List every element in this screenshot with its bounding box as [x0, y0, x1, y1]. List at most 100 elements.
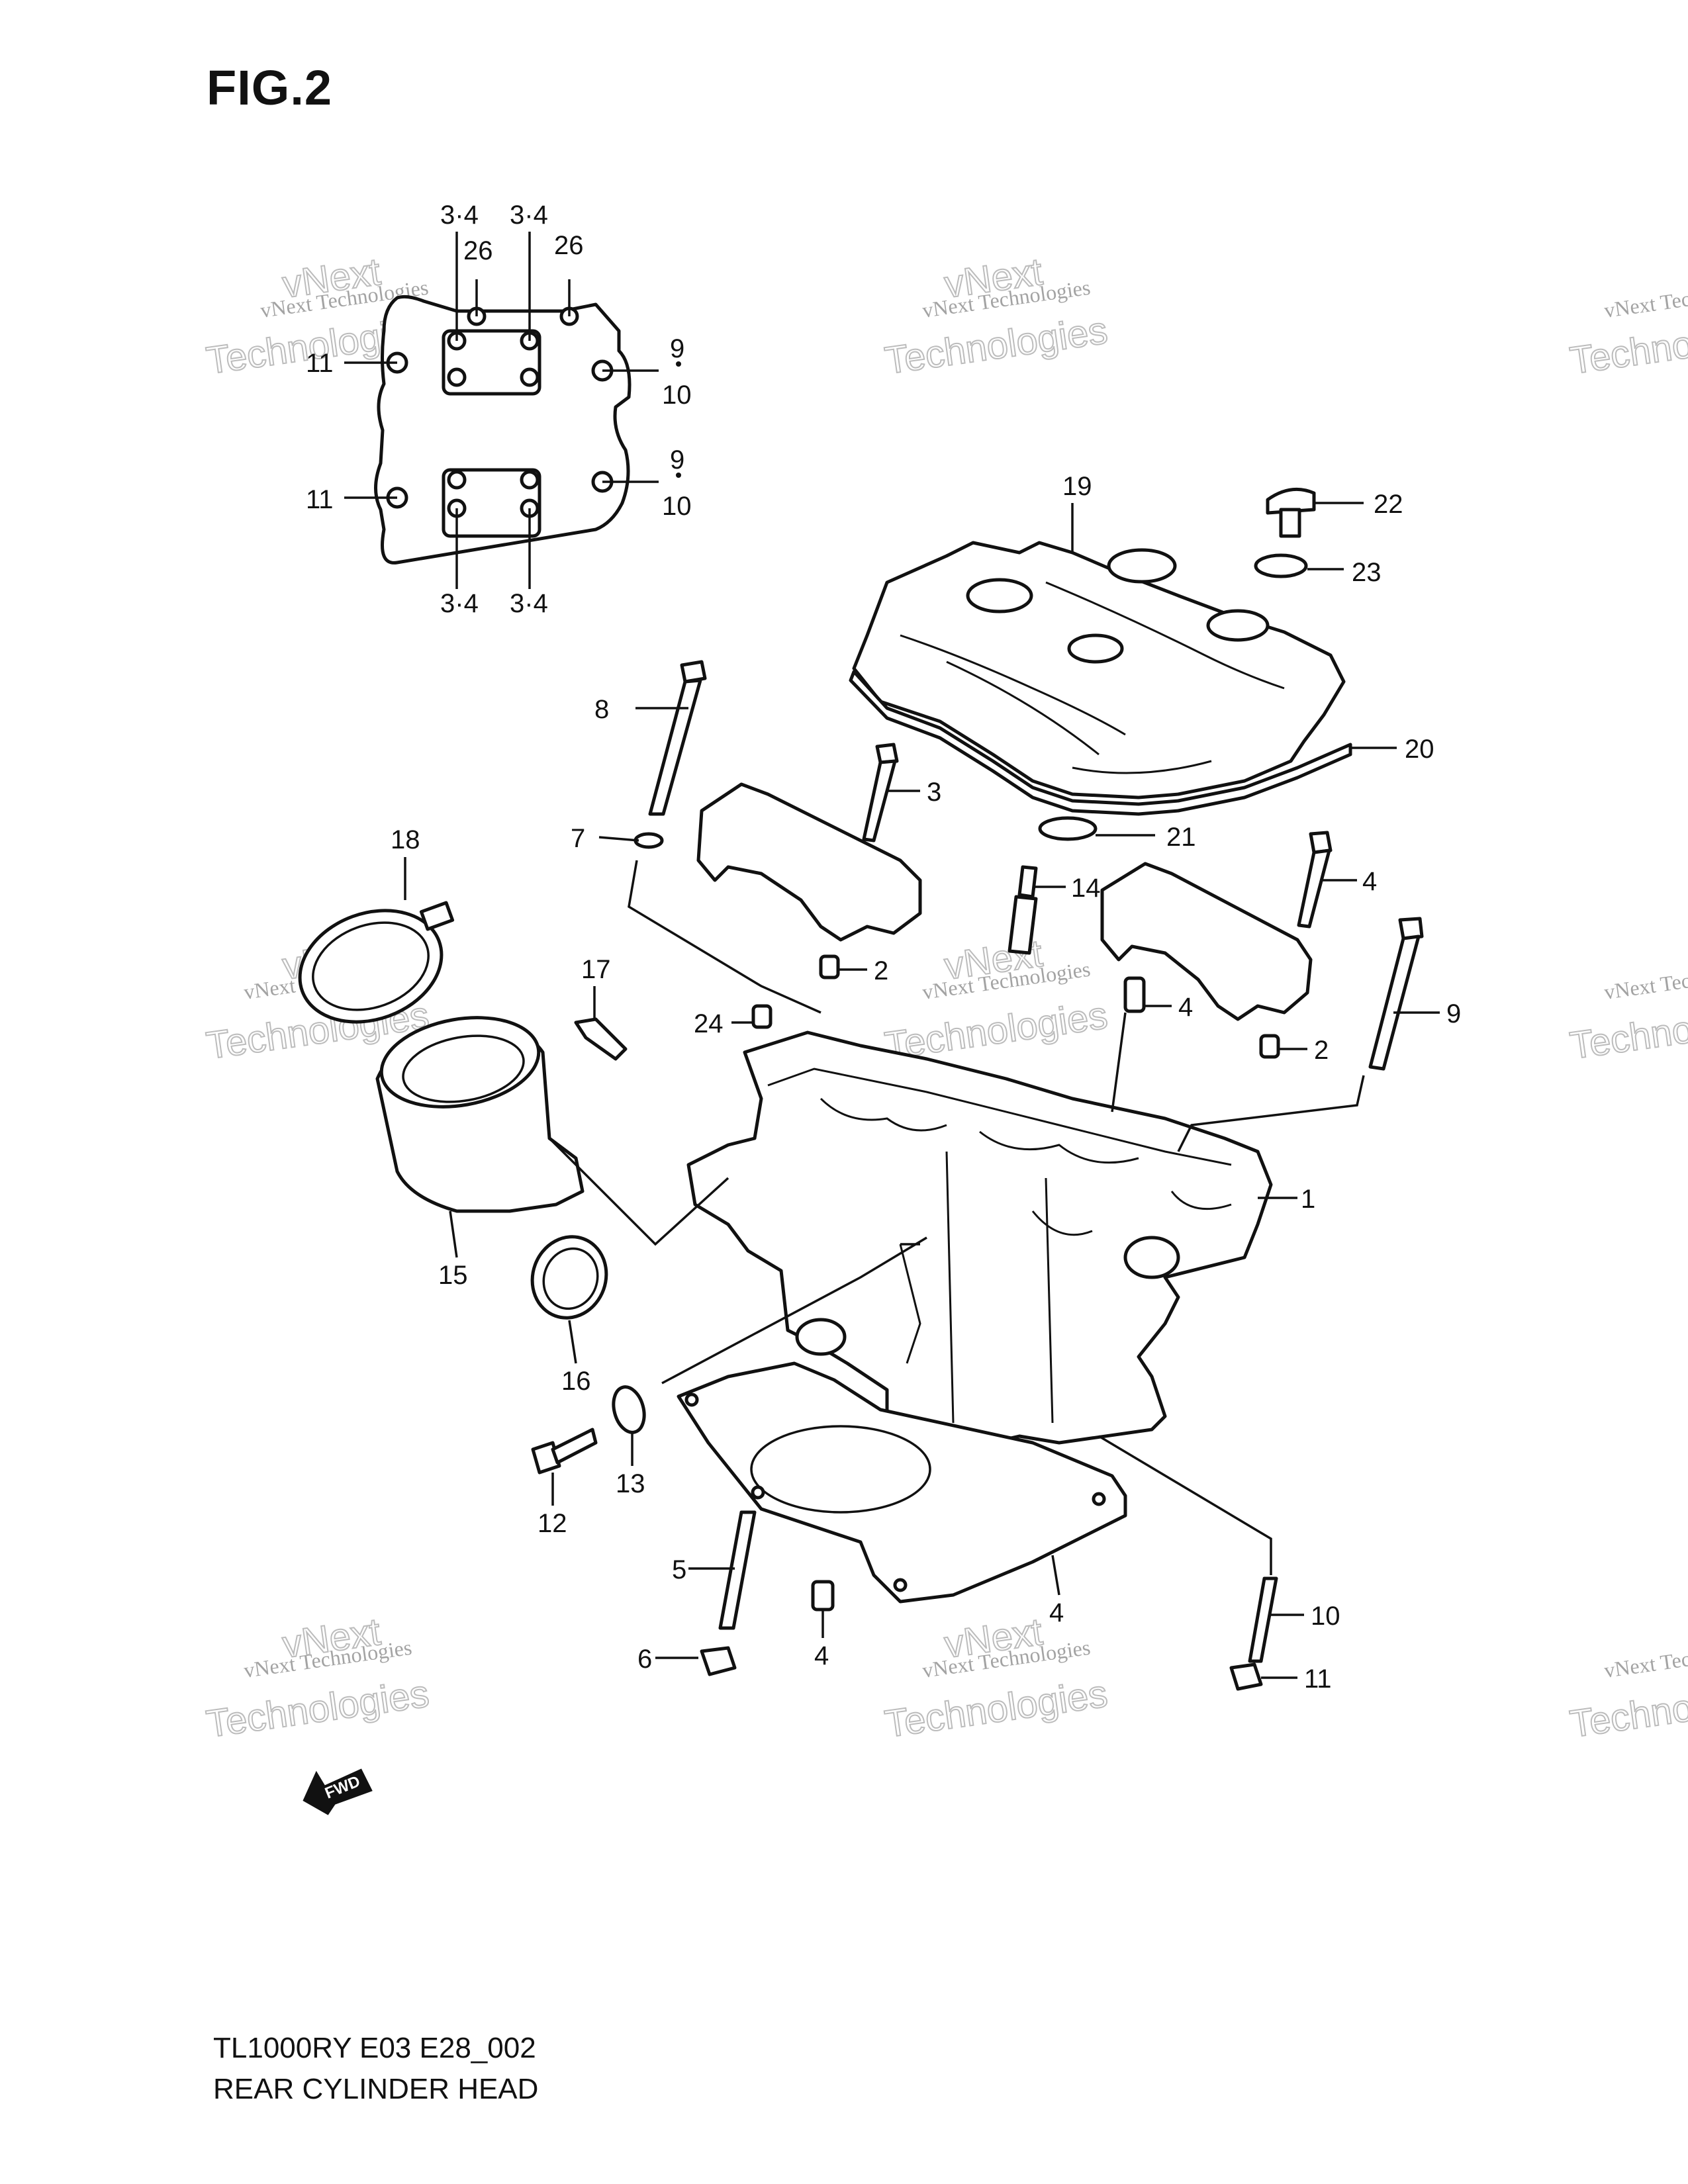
cover-spark-plug-hole: [1107, 548, 1177, 584]
callout-3: 3: [927, 778, 941, 807]
callout-17: 15: [438, 1261, 468, 1290]
callout-16: 14: [1071, 874, 1101, 903]
inset-hole: [447, 470, 467, 490]
gasket-hole: [684, 1392, 699, 1407]
cover-plug-seal-23: [1038, 816, 1098, 841]
head-cover-assembly: 19 22 23 20 21: [849, 472, 1434, 852]
cover-rib: [946, 660, 1100, 756]
watermark-text: Technologies: [1568, 993, 1688, 1067]
dowel-pin-2: [1259, 1034, 1280, 1059]
cylinder-head-gasket: [677, 1361, 1127, 1604]
cover-washer-25: [1254, 553, 1308, 578]
assembly-line: [1098, 1435, 1272, 1575]
gasket-hole: [893, 1578, 908, 1592]
bolt-3-head: [875, 743, 899, 764]
nut-13: [1229, 1662, 1263, 1691]
forward-arrow-icon: FWD: [303, 1768, 373, 1815]
head-port-edge: [1045, 1177, 1054, 1424]
inset-label: 11: [306, 485, 334, 514]
callout-25: 23: [1352, 558, 1382, 587]
callout-14: 12: [538, 1509, 567, 1538]
intake-clamp-screw: [419, 901, 455, 931]
callout-4: 4: [1178, 993, 1193, 1022]
head-valve-detail: [1170, 1191, 1232, 1210]
callout-20: 18: [391, 825, 420, 854]
assembly-guide-lines: [628, 860, 1365, 1575]
model-code: TL1000RY E03 E28_002: [213, 2032, 536, 2064]
leader-line: [568, 1320, 577, 1364]
watermark-text: Technologies: [204, 1672, 432, 1745]
inset-label: 10: [662, 492, 692, 521]
watermark-top-center: vNext Technologies vNext Technologies: [882, 250, 1111, 383]
watermark-text: Technologies: [1568, 1672, 1688, 1745]
head-exhaust-port: [1123, 1236, 1180, 1279]
leader-line: [449, 1210, 458, 1258]
inset-label: 26: [554, 231, 584, 260]
assembly-line: [1111, 1012, 1127, 1113]
assembly-line: [628, 860, 821, 1014]
inset-label: 9: [670, 334, 684, 363]
bolt-11-shank: [1368, 934, 1421, 1071]
callout-13: 11: [1304, 1664, 1332, 1694]
inset-label: 9: [670, 445, 684, 475]
inset-label: 26: [463, 236, 493, 265]
cover-cam-dome: [1067, 633, 1124, 664]
cylinder-head-cover: [852, 541, 1346, 799]
bolt-14-shank: [551, 1428, 598, 1465]
intake-o-ring-inner: [542, 1247, 599, 1310]
intake-screw-19: [574, 1017, 628, 1061]
dowel-pin-6: [811, 1580, 835, 1612]
dowel-pin-2: [819, 954, 840, 979]
inset-label: 10: [662, 381, 692, 410]
leader-line: [598, 836, 639, 842]
callout-18: 16: [561, 1367, 591, 1396]
intake-clamp-inner: [312, 921, 430, 1011]
inset-label: 3·4: [510, 589, 548, 618]
callout-2: 2: [874, 956, 888, 985]
watermark-low-center: vNext Technologies vNext Technologies: [882, 1610, 1111, 1747]
callout-21: 19: [1062, 472, 1092, 501]
dot-separator: [676, 473, 681, 478]
assembly-line: [1177, 1075, 1365, 1152]
inset-label: 3·4: [440, 589, 479, 618]
cover-rib: [1045, 581, 1285, 690]
callout-4: 4: [1362, 867, 1377, 896]
callout-24: 22: [1374, 490, 1403, 519]
inset-hole: [520, 470, 539, 490]
head-gasket-group: 4: [677, 1361, 1127, 1627]
cam-holder-left: [696, 782, 922, 942]
callout-15: 13: [616, 1469, 645, 1498]
dowel-pin-4: [1123, 976, 1146, 1013]
inset-cam-holder-lower: [442, 468, 541, 538]
head-top-edge: [767, 1068, 1232, 1166]
watermark-text: vNext Technologies: [1603, 957, 1688, 1004]
assembly-line: [661, 1236, 927, 1385]
cover-spark-plug-hole: [966, 578, 1033, 614]
watermark-text: Technologies: [882, 1672, 1110, 1745]
callout-2: 2: [1314, 1036, 1329, 1065]
bolt-3-shank: [862, 759, 897, 842]
watermark-text: Technologies: [1568, 308, 1688, 382]
gasket-hole: [751, 1485, 765, 1500]
callout-9: 7: [571, 824, 585, 853]
watermark-text: vNext Technologies: [1603, 275, 1688, 322]
head-port-edge: [945, 1151, 955, 1424]
head-cover-gasket: [849, 670, 1352, 816]
dot-separator: [676, 361, 681, 367]
callout-5: 4: [1049, 1598, 1064, 1627]
head-rib: [899, 1244, 921, 1364]
cover-cap-bolt-shank: [1279, 508, 1301, 538]
cover-rib: [900, 634, 1126, 736]
callout-22: 20: [1405, 735, 1434, 764]
dowel-pin-26: [751, 1004, 773, 1029]
callout-12: 10: [1311, 1602, 1340, 1631]
watermark-top-right: vNext Technologies Technologies: [1567, 275, 1688, 383]
cover-rib: [1072, 760, 1212, 774]
section-name: REAR CYLINDER HEAD: [213, 2073, 539, 2105]
gasket-bore: [750, 1425, 931, 1514]
inset-label: 3·4: [510, 201, 548, 230]
head-valve-detail: [1031, 1210, 1093, 1236]
callout-1: 1: [1301, 1185, 1315, 1214]
bolt-10-head: [680, 660, 707, 684]
